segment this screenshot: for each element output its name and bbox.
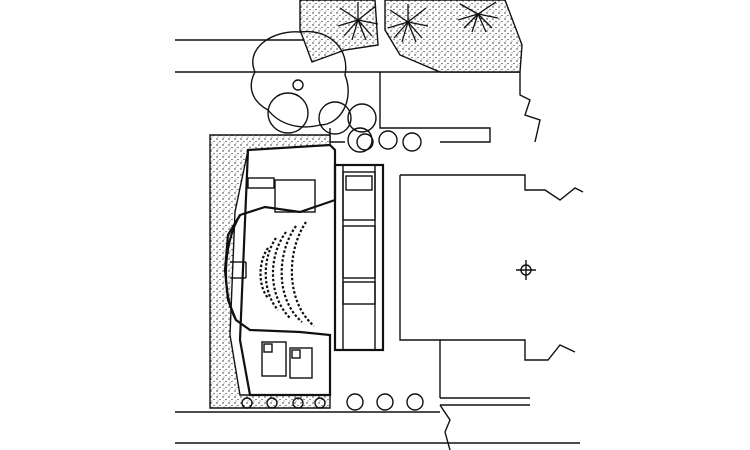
- shrub-icon: [314, 397, 326, 409]
- palm-tree-icon: [387, 4, 429, 43]
- room-group-south: [261, 341, 313, 379]
- shrub-icon: [406, 393, 424, 411]
- shrub-icon: [241, 397, 253, 409]
- palm-tree-group: [337, 1, 499, 43]
- shrub-icon: [378, 130, 398, 150]
- room-outline: [342, 225, 376, 279]
- shrub-icon: [402, 132, 422, 152]
- room-outline: [345, 175, 373, 191]
- room-group-north: [247, 171, 376, 305]
- room-outline: [342, 281, 376, 305]
- landscape-area-top-right: [299, 0, 523, 73]
- auditorium-stage: [224, 214, 247, 321]
- shrub-icon: [346, 393, 364, 411]
- shrub-icon: [266, 397, 278, 409]
- seat-row: [271, 231, 291, 319]
- seat-row: [259, 247, 269, 299]
- palm-tree-icon: [337, 2, 379, 41]
- seat-row: [264, 237, 279, 311]
- shrub-row-south: [241, 393, 424, 411]
- shrub-icon: [356, 133, 374, 151]
- site-boundary-lines: [175, 39, 580, 444]
- room-outline: [289, 347, 313, 379]
- auditorium-seating: [259, 221, 315, 327]
- room-outline: [261, 341, 287, 377]
- plaza-outline: [399, 72, 584, 398]
- room-outline: [274, 179, 316, 213]
- south-drive: [439, 404, 451, 450]
- tree-canopy-icon: [347, 127, 373, 153]
- tree-canopy-icon: [347, 103, 377, 133]
- seat-row: [280, 225, 303, 323]
- palm-tree-icon: [457, 1, 499, 33]
- shrub-row-north: [356, 130, 422, 152]
- tree-canopy-icon: [267, 92, 309, 134]
- tree-canopy-group: [250, 30, 377, 153]
- tree-trunk-icon: [292, 79, 304, 91]
- room-outline: [263, 343, 273, 353]
- room-outline: [342, 171, 376, 221]
- room-outline: [247, 177, 275, 189]
- shrub-icon: [376, 393, 394, 411]
- planter-strip-west: [209, 134, 331, 409]
- shrub-icon: [292, 397, 304, 409]
- seat-row: [290, 221, 315, 327]
- room-outline: [291, 349, 301, 359]
- center-marker-icon: [516, 260, 536, 280]
- tree-canopy-icon: [318, 101, 352, 135]
